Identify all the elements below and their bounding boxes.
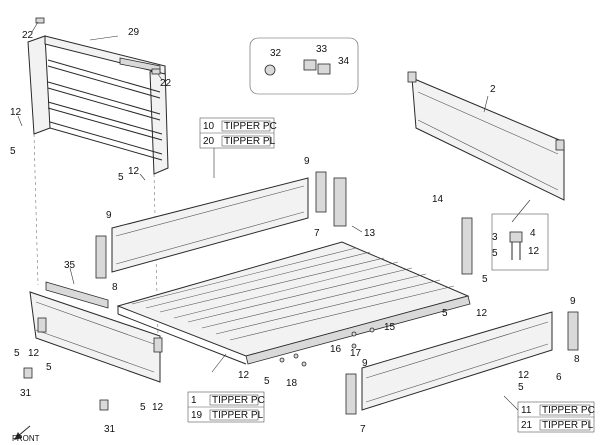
callout-34: 34: [338, 56, 350, 67]
callout-5-latch: 5: [46, 362, 52, 373]
callout-5-detail: 5: [492, 248, 498, 259]
hinge-detail: [491, 213, 549, 271]
callout-29: 29: [128, 27, 140, 38]
callout-5-deck: 5: [264, 376, 270, 387]
callout-9-left: 9: [106, 210, 112, 221]
front-arrow: [17, 425, 31, 437]
part-33-bracket: [303, 59, 317, 71]
callout-33: 33: [316, 44, 328, 55]
callout-7-lower: 7: [360, 424, 366, 435]
part-34-bracket: [317, 63, 331, 75]
callout-15: 15: [384, 322, 396, 333]
variant-box-rear: [517, 401, 595, 433]
callout-22-right: 22: [160, 78, 172, 89]
latch-31-upper: [23, 367, 33, 379]
deck-floor: [116, 241, 471, 365]
callout-12-headboard: 12: [128, 166, 140, 177]
callout-2: 2: [490, 84, 496, 95]
front-side-panel: [29, 281, 163, 383]
hinge-post-13: [333, 177, 347, 227]
front-label: FRONT: [12, 434, 40, 443]
callout-12-rear: 12: [518, 370, 530, 381]
callout-5-front: 5: [140, 402, 146, 413]
callout-12-front-left: 12: [28, 348, 40, 359]
callout-20: 20: [203, 136, 215, 147]
post-8-right: [567, 311, 579, 351]
callout-31-upper: 31: [20, 388, 32, 399]
post-7-upper: [315, 171, 327, 213]
callout-12-deck: 12: [238, 370, 250, 381]
callout-4: 4: [530, 228, 536, 239]
callout-13: 13: [364, 228, 376, 239]
bolt-22-top: [35, 17, 45, 24]
rear-side-panel: [345, 311, 579, 415]
callout-10: 10: [203, 121, 215, 132]
callout-5-front-left: 5: [14, 348, 20, 359]
callout-12-front: 12: [152, 402, 164, 413]
callout-9-upper: 9: [304, 156, 310, 167]
callout-9-right: 9: [570, 296, 576, 307]
callout-32: 32: [270, 48, 282, 59]
callout-5-floor: 5: [442, 308, 448, 319]
callout-3: 3: [492, 232, 498, 243]
callout-12-floor: 12: [476, 308, 488, 319]
callout-8-right: 8: [574, 354, 580, 365]
callout-9-lower: 9: [362, 358, 368, 369]
upper-side-panel: [95, 171, 347, 279]
hardware-group-box: [249, 37, 359, 95]
part-32-cap: [264, 64, 276, 76]
headboard-rack: [27, 35, 169, 175]
callout-6: 6: [556, 372, 562, 383]
callout-18: 18: [286, 378, 298, 389]
callout-7-upper: 7: [314, 228, 320, 239]
variant-19-tipper-pl: TIPPER PL: [212, 410, 264, 421]
top-rail-35: [45, 281, 109, 309]
callout-14: 14: [432, 194, 444, 205]
variant-20-tipper-pl: TIPPER PL: [224, 136, 276, 147]
variant-box-front: [187, 391, 265, 423]
variant-1-tipper-pc: TIPPER PC: [212, 395, 265, 406]
callout-5-right: 5: [482, 274, 488, 285]
callout-5-upper-left: 5: [10, 146, 16, 157]
variant-10-tipper-pc: TIPPER PC: [224, 121, 277, 132]
callout-11: 11: [521, 405, 532, 416]
latch-31-lower: [99, 399, 109, 411]
variant-box-upper: [199, 117, 275, 149]
callout-31-lower: 31: [104, 424, 116, 435]
callout-19: 19: [191, 410, 203, 421]
callout-5-headboard: 5: [118, 172, 124, 183]
callout-12-detail: 12: [528, 246, 540, 257]
callout-1: 1: [191, 395, 197, 406]
variant-21-tipper-pl: TIPPER PL: [542, 420, 594, 431]
callout-35: 35: [64, 260, 76, 271]
post-7-lower: [345, 373, 357, 415]
post-14-right: [461, 217, 473, 275]
callout-5-rear: 5: [518, 382, 524, 393]
callout-17: 17: [350, 348, 362, 359]
variant-11-tipper-pc: TIPPER PC: [542, 405, 595, 416]
callout-21: 21: [521, 420, 533, 431]
callout-12-upper-left: 12: [10, 107, 22, 118]
callout-22-top: 22: [22, 30, 34, 41]
tailgate-panel: [407, 71, 565, 201]
bolt-22-right: [151, 68, 161, 75]
callout-16: 16: [330, 344, 342, 355]
post-8-left: [95, 235, 107, 279]
callout-8-left: 8: [112, 282, 118, 293]
